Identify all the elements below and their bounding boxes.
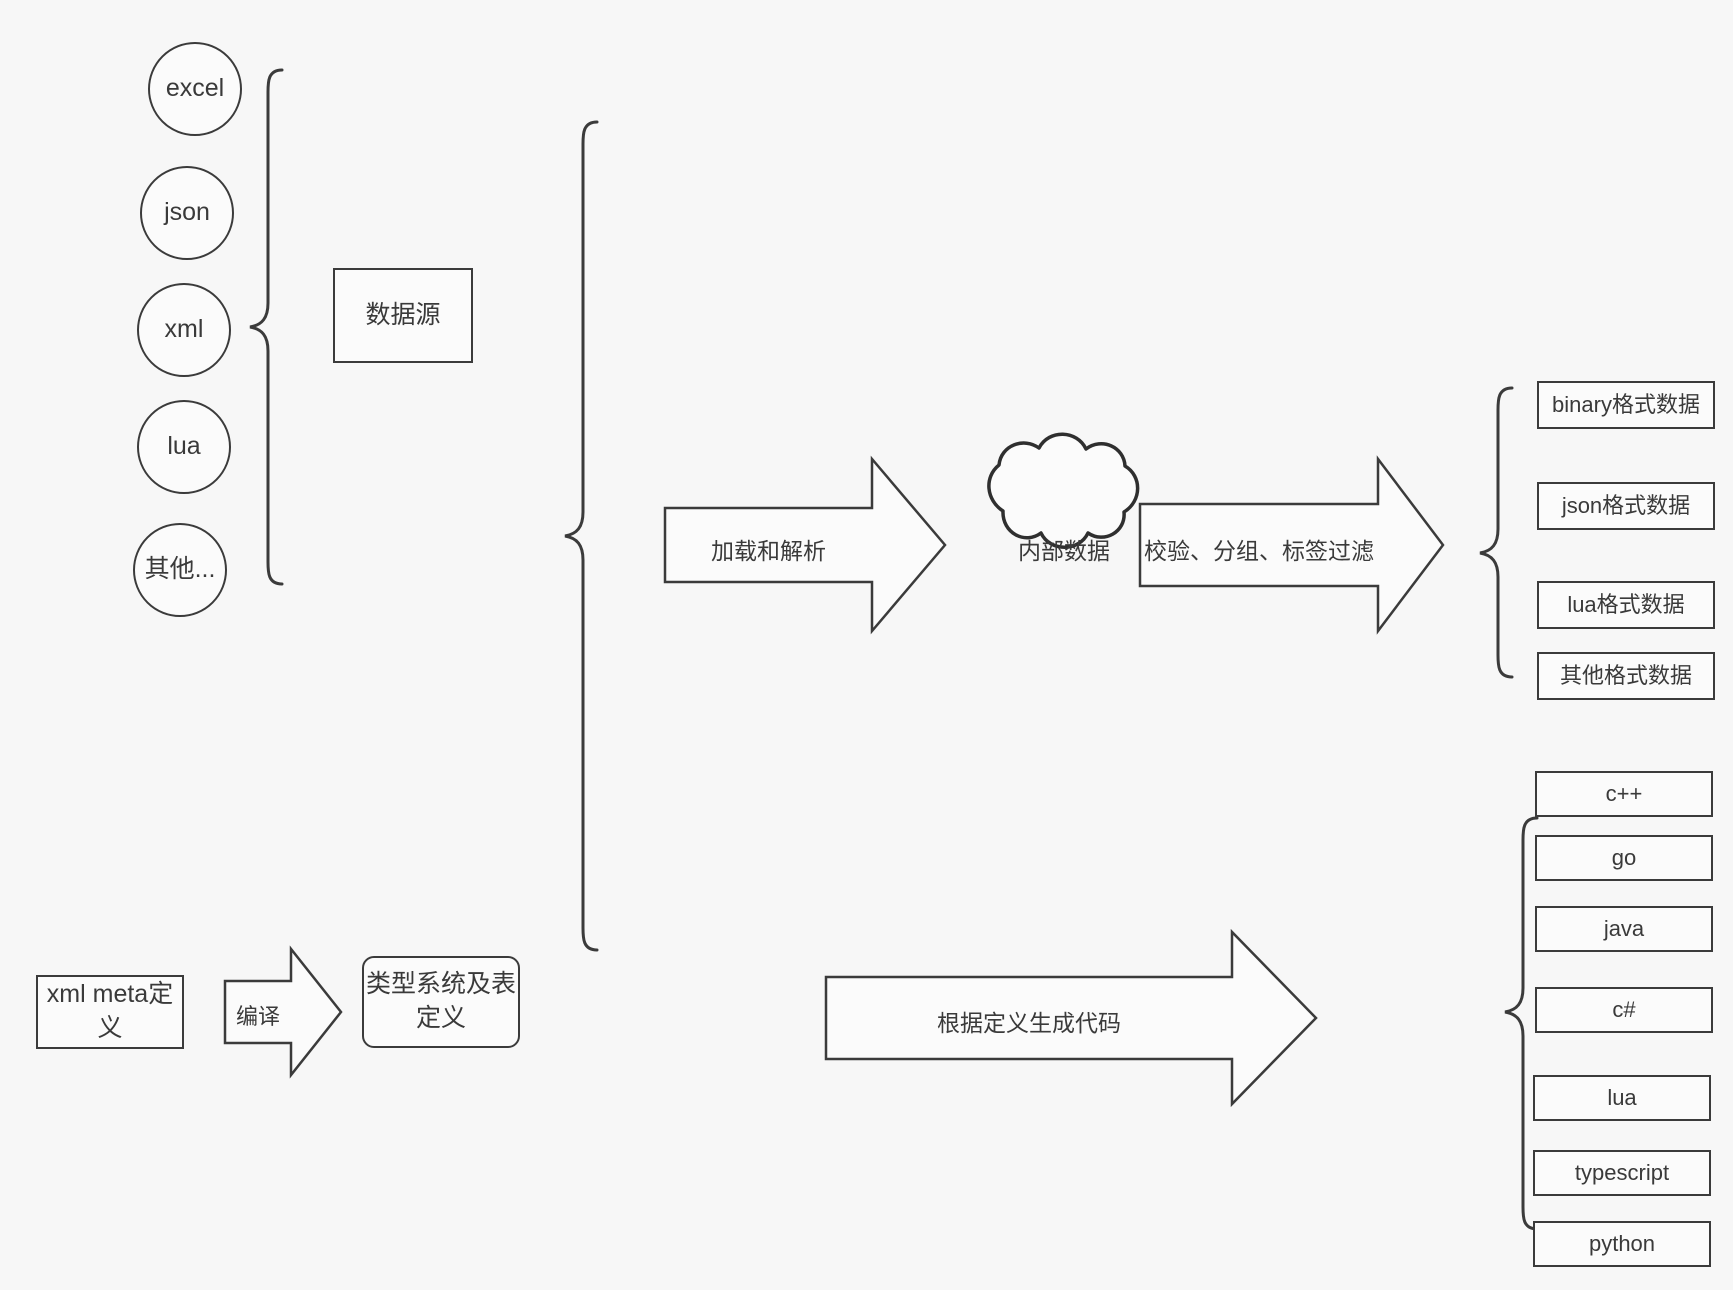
type-system-label: 类型系统及表 定义	[365, 970, 516, 1032]
output-format-binary[interactable]: binary格式数据	[1537, 381, 1715, 429]
output-format-json[interactable]: json格式数据	[1537, 482, 1715, 530]
xml-meta-definition-label: xml meta定义	[46, 980, 174, 1042]
output-language-label: lua	[1607, 1085, 1637, 1111]
output-format-lua[interactable]: lua格式数据	[1537, 581, 1715, 629]
source-circle-xml[interactable]: xml	[137, 283, 231, 377]
languages-brace	[1504, 816, 1539, 1231]
pipeline-input-brace	[564, 120, 599, 952]
output-format-label: binary格式数据	[1552, 392, 1700, 418]
output-format-other[interactable]: 其他格式数据	[1537, 652, 1715, 700]
source-label: excel	[165, 74, 225, 103]
output-language-label: go	[1611, 845, 1637, 871]
source-label: xml	[164, 315, 204, 344]
source-label: lua	[167, 432, 201, 461]
output-format-label: json格式数据	[1561, 493, 1691, 519]
compile-arrow	[223, 945, 343, 1079]
xml-meta-definition-box[interactable]: xml meta定义	[36, 975, 184, 1049]
output-language-cpp[interactable]: c++	[1535, 771, 1713, 817]
data-source-label: 数据源	[365, 300, 441, 329]
output-language-go[interactable]: go	[1535, 835, 1713, 881]
data-source-box[interactable]: 数据源	[333, 268, 473, 363]
output-language-python[interactable]: python	[1533, 1221, 1711, 1267]
output-language-label: typescript	[1574, 1160, 1670, 1186]
output-language-csharp[interactable]: c#	[1535, 987, 1713, 1033]
source-circle-lua[interactable]: lua	[137, 400, 231, 494]
codegen-arrow	[824, 928, 1318, 1108]
output-language-typescript[interactable]: typescript	[1533, 1150, 1711, 1196]
output-language-label: java	[1603, 916, 1645, 942]
sources-brace	[249, 68, 284, 586]
type-system-box[interactable]: 类型系统及表 定义	[362, 956, 520, 1048]
source-label: 其他...	[144, 555, 216, 584]
output-format-label: lua格式数据	[1567, 592, 1685, 618]
output-language-label: c++	[1605, 781, 1643, 807]
filter-arrow	[1138, 455, 1445, 635]
output-language-java[interactable]: java	[1535, 906, 1713, 952]
output-format-label: 其他格式数据	[1559, 663, 1692, 689]
source-label: json	[164, 198, 210, 227]
output-language-label: python	[1588, 1231, 1656, 1257]
output-language-lua[interactable]: lua	[1533, 1075, 1711, 1121]
source-circle-excel[interactable]: excel	[148, 42, 242, 136]
data-formats-brace	[1479, 386, 1514, 679]
source-circle-json[interactable]: json	[140, 166, 234, 260]
source-circle-other[interactable]: 其他...	[133, 523, 227, 617]
load-parse-arrow	[663, 455, 947, 635]
output-language-label: c#	[1612, 997, 1636, 1023]
internal-data-cloud	[987, 432, 1140, 549]
